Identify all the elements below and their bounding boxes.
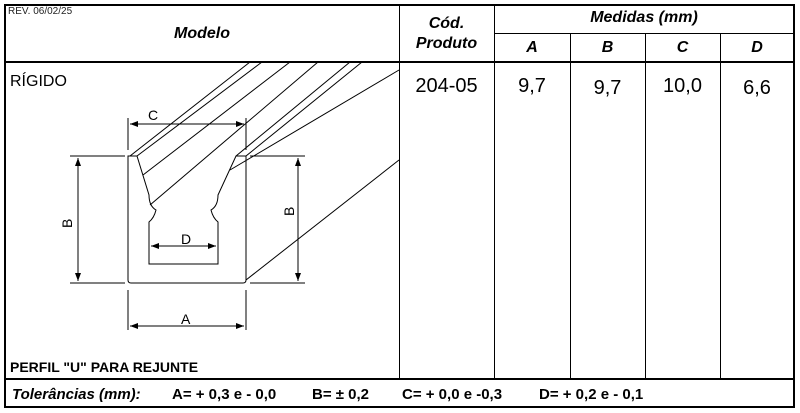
tolerance-b: B= ± 0,2 (312, 386, 370, 403)
col-divider-code (494, 5, 495, 379)
dim-label-b-left: B (59, 219, 75, 228)
row-value-d: 6,6 (743, 77, 771, 99)
tolerance-c: C= + 0,0 e -0,3 (402, 386, 503, 403)
header-col-b: B (601, 39, 614, 56)
header-col-c: C (676, 39, 689, 56)
header-col-d: D (751, 39, 763, 56)
medidas-underline (494, 33, 794, 34)
row-value-c: 10,0 (663, 75, 702, 97)
dim-label-c: C (148, 107, 158, 123)
header-medidas: Medidas (mm) (590, 9, 698, 26)
tolerance-label: Tolerâncias (mm): (12, 386, 141, 403)
revision-label: REV. 06/02/25 (8, 6, 73, 17)
dim-label-b-right: B (281, 207, 297, 216)
dim-label-d: D (181, 231, 191, 247)
tolerance-title: Tolerâncias (mm): (12, 386, 141, 403)
tolerance-top-line (5, 378, 794, 380)
row-type: RÍGIDO (10, 73, 67, 90)
row-value-b: 9,7 (593, 77, 622, 99)
header-bottom-line (5, 61, 794, 63)
header-cod-line1: Cód. (428, 15, 465, 32)
dim-label-a: A (181, 311, 191, 327)
tolerance-d: D= + 0,2 e - 0,1 (539, 386, 644, 403)
col-divider-c (720, 33, 721, 379)
header-cod-line2: Produto (415, 35, 478, 52)
row-code: 204-05 (415, 75, 478, 97)
row-value-a: 9,7 (518, 75, 546, 97)
col-divider-a (570, 33, 571, 379)
header-modelo: Modelo (174, 25, 230, 42)
tolerance-a: A= + 0,3 e - 0,0 (172, 386, 277, 403)
col-divider-model (399, 5, 400, 379)
col-divider-b (645, 33, 646, 379)
u-profile-drawing: C A D B B (59, 61, 400, 330)
header-col-a: A (526, 39, 538, 56)
profile-name: PERFIL "U" PARA REJUNTE (10, 359, 199, 375)
